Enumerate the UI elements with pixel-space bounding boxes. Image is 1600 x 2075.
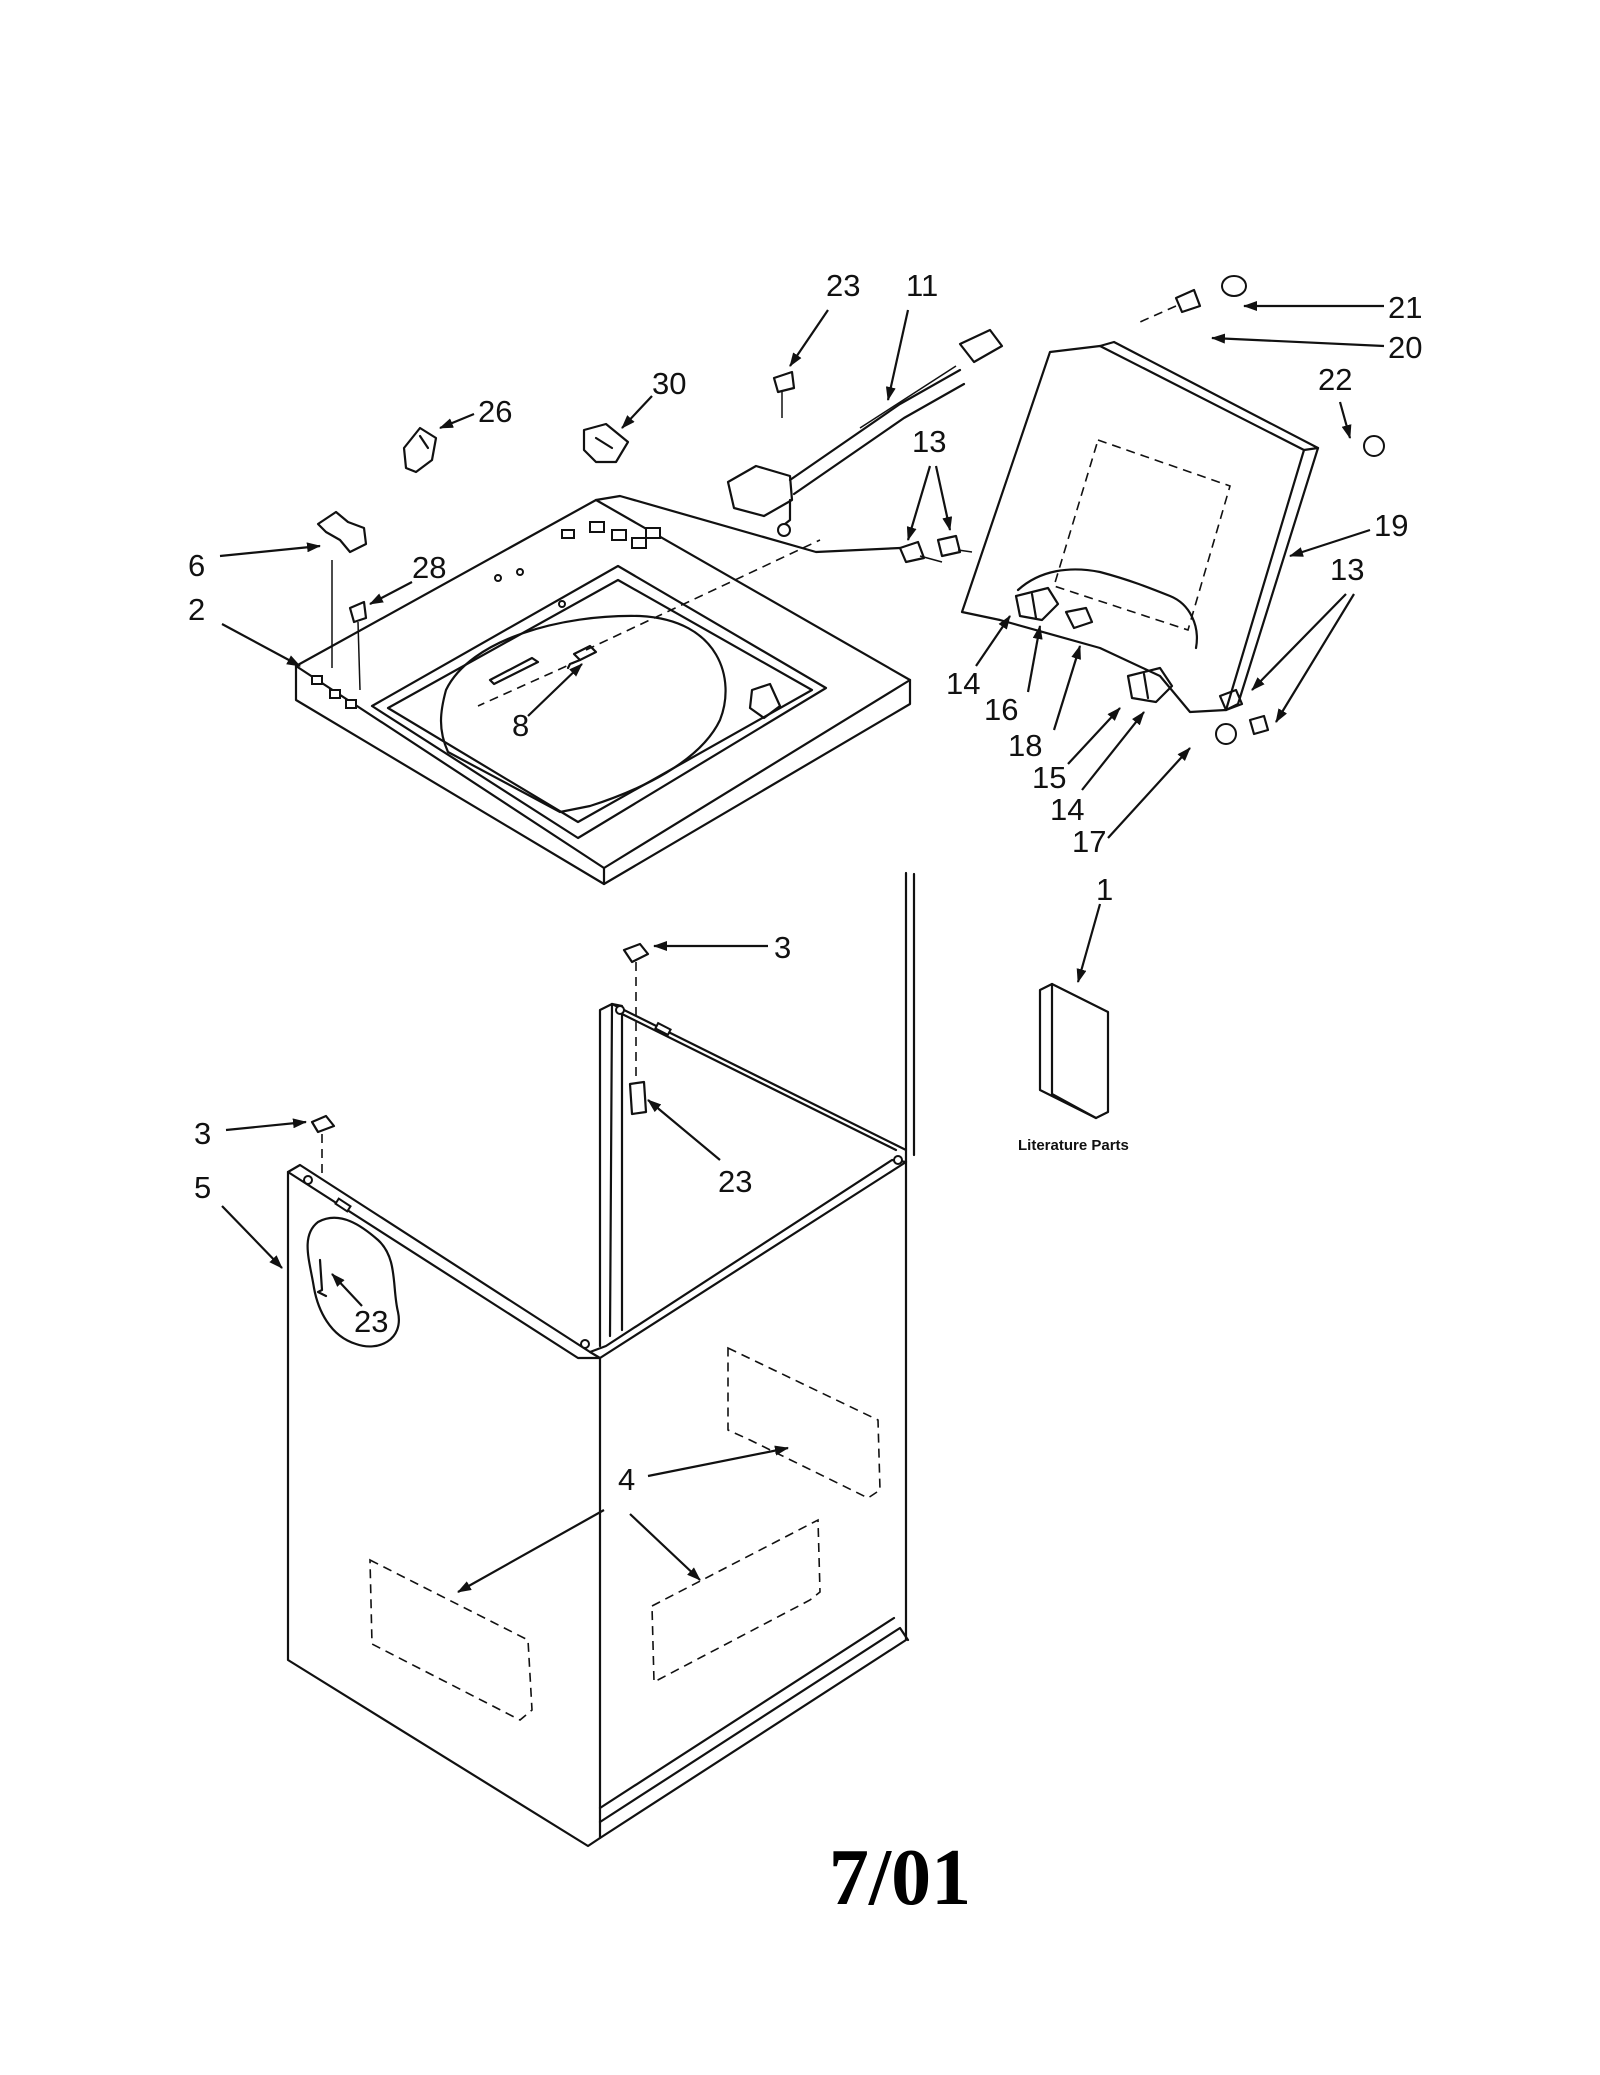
callout-11: 11: [906, 268, 938, 303]
callout-26: 26: [478, 394, 512, 429]
part-3-clips: [310, 942, 650, 1176]
part-6-bracket: [316, 510, 368, 668]
callout-14-upper: 14: [946, 666, 980, 701]
part-13-screws-lower: [1218, 688, 1270, 736]
lid: [960, 340, 1320, 714]
hinge-parts-lower: [1126, 666, 1174, 704]
callout-13-right: 13: [1330, 552, 1364, 587]
cabinet: [286, 871, 916, 1848]
callout-5: 5: [194, 1170, 211, 1205]
literature-parts-label: Literature Parts: [1018, 1137, 1129, 1154]
callout-8: 8: [512, 708, 529, 743]
callout-15: 15: [1032, 760, 1066, 795]
callout-22: 22: [1318, 362, 1352, 397]
callout-17: 17: [1072, 824, 1106, 859]
callout-23-top: 23: [826, 268, 860, 303]
part-26-clip: [402, 426, 438, 474]
lid-switch-harness: [726, 328, 1004, 537]
callout-21: 21: [1388, 290, 1422, 325]
part-23-screw-cabinet: [628, 1080, 648, 1116]
callout-16: 16: [984, 692, 1018, 727]
callout-13-upper: 13: [912, 424, 946, 459]
callout-numbers: 21 20 22 19 13 17 14 15 18 16 14 13 11 2…: [188, 268, 1422, 1497]
literature-parts: [1038, 982, 1110, 1120]
callout-3-right: 3: [774, 930, 791, 965]
callout-4: 4: [618, 1462, 635, 1497]
callout-23-cutaway: 23: [354, 1304, 388, 1339]
callout-19: 19: [1374, 508, 1408, 543]
lid-bumpers: [1139, 275, 1385, 457]
callout-14-lower: 14: [1050, 792, 1084, 827]
washer-top: [294, 494, 912, 886]
part-13-screws-upper: [898, 534, 973, 564]
date-code: 7/01: [828, 1834, 972, 1922]
callout-6: 6: [188, 548, 205, 583]
part-30: [582, 422, 630, 464]
callout-30: 30: [652, 366, 686, 401]
hinge-parts-upper: [1014, 586, 1094, 630]
callout-20: 20: [1388, 330, 1422, 365]
callout-1: 1: [1096, 872, 1113, 907]
part-23-screw-top: [772, 370, 796, 418]
callout-3-left: 3: [194, 1116, 211, 1151]
callout-2: 2: [188, 592, 205, 627]
part-28-clip: [348, 600, 368, 691]
leader-lines: [219, 301, 1385, 1593]
callout-18: 18: [1008, 728, 1042, 763]
callout-23-cabinet: 23: [718, 1164, 752, 1199]
callout-28: 28: [412, 550, 446, 585]
part-17: [1215, 723, 1237, 745]
